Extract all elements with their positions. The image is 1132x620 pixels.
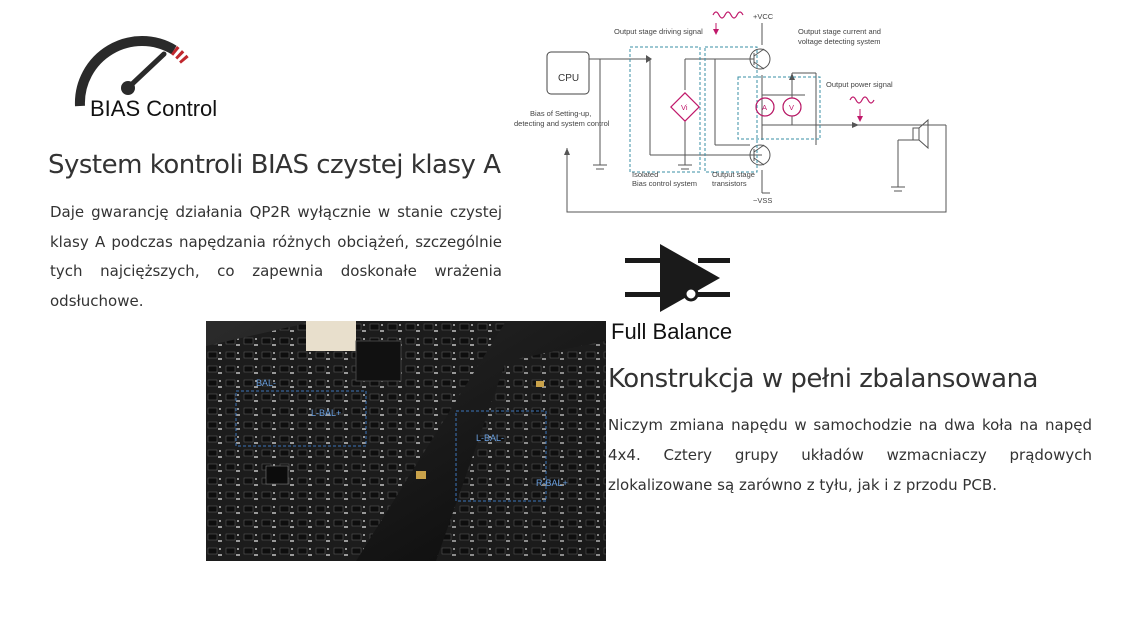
bias-gauge-icon (74, 36, 190, 107)
diagram-vss-label: −VSS (753, 196, 772, 205)
diagram-output-stage-label-1: Output stage (712, 170, 755, 179)
bias-section-title: System kontroli BIAS czystej klasy A (48, 150, 501, 180)
full-balance-title: Konstrukcja w pełni zbalansowana (608, 364, 1039, 394)
diagram-vcc-label: +VCC (753, 12, 774, 21)
diagram-driving-signal-label: Output stage driving signal (614, 27, 703, 36)
diagram-a-label: A (762, 103, 767, 112)
bias-circuit-diagram: CPU Bias of Setting-up, detecting and sy… (514, 11, 947, 213)
full-balance-icon (625, 244, 730, 312)
bias-section-body: Daje gwarancję działania QP2R wyłącznie … (50, 203, 502, 310)
full-balance-label: Full Balance (611, 319, 733, 344)
pcb-label-bal-minus: BAL- (256, 378, 276, 388)
diagram-vi-label: Vi (681, 103, 688, 112)
diagram-v-label: V (789, 103, 794, 112)
diagram-bias-label-1: Bias of Setting-up, (530, 109, 591, 118)
pcb-label-l-bal-minus: L-BAL- (476, 433, 504, 443)
diagram-output-stage-label-2: transistors (712, 179, 747, 188)
diagram-power-signal-label: Output power signal (826, 80, 893, 89)
diagram-isolated-label-2: Bias control system (632, 179, 697, 188)
diagram-cpu-label: CPU (558, 73, 579, 84)
bias-logo-text: BIAS Control (90, 96, 218, 121)
full-balance-body: Niczym zmiana napędu w samochodzie na dw… (608, 416, 1092, 494)
pcb-label-r-bal-plus: R-BAL+ (536, 478, 568, 488)
diagram-detect-label-1: Output stage current and (798, 27, 881, 36)
pcb-photo: BAL- L-BAL+ L-BAL- R-BAL+ (206, 321, 606, 561)
diagram-detect-label-2: voltage detecting system (798, 37, 881, 46)
diagram-isolated-label-1: Isolated (632, 170, 658, 179)
pcb-label-l-bal-plus: L-BAL+ (311, 408, 341, 418)
diagram-bias-label-2: detecting and system control (514, 119, 610, 128)
